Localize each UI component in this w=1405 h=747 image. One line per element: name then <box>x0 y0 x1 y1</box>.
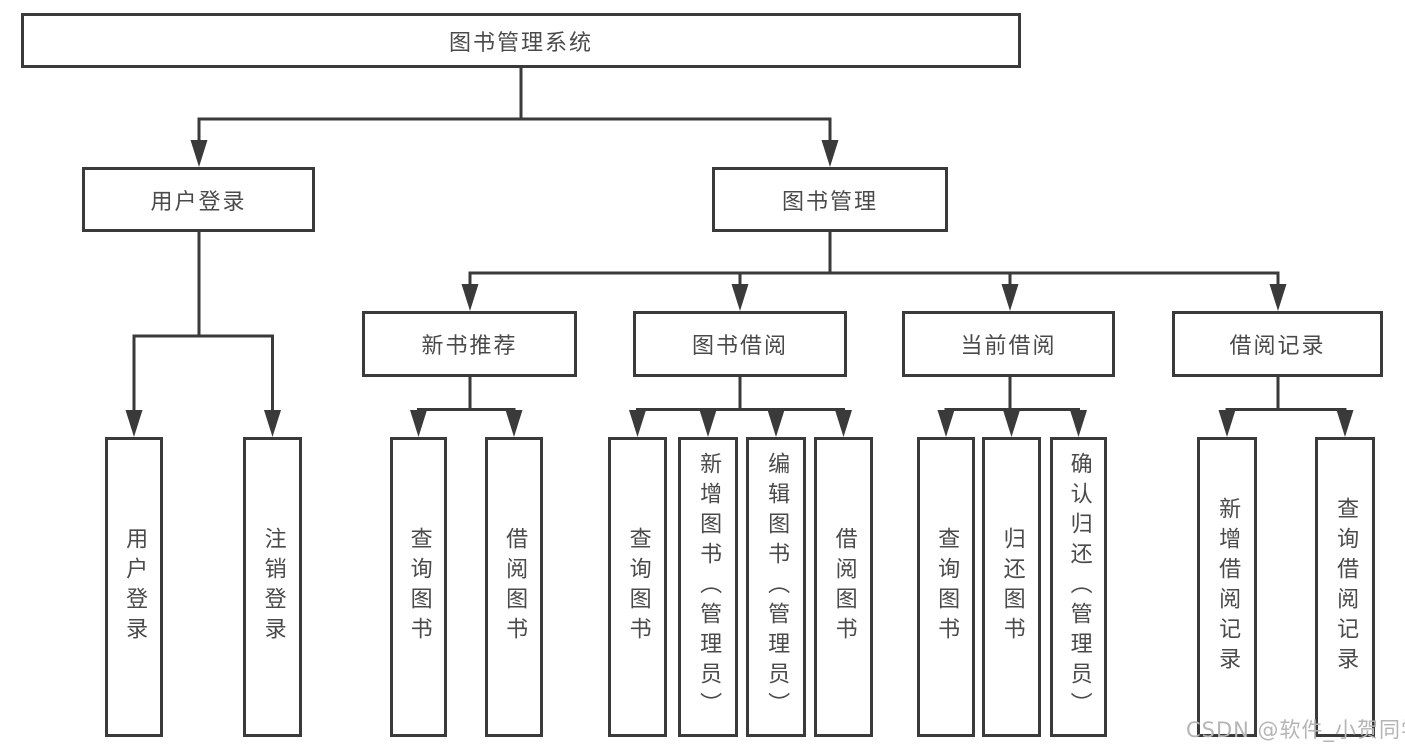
leaf-borrow-borrow-book-label: 借阅图书 <box>831 527 857 647</box>
leaf-borrow-search-book: 查询图书 <box>608 437 667 737</box>
node-new-book-recommend-label: 新书推荐 <box>421 334 518 359</box>
leaf-borrow-edit-book-admin: 编辑图书（管理员） <box>746 437 806 737</box>
node-book-borrow: 图书借阅 <box>633 311 847 377</box>
leaf-logout-label: 注销登录 <box>260 527 286 647</box>
leaf-current-return-book: 归还图书 <box>982 437 1041 737</box>
leaf-current-search-book: 查询图书 <box>917 437 975 737</box>
leaf-records-search-record-label: 查询借阅记录 <box>1333 497 1359 677</box>
node-root-system-label: 图书管理系统 <box>448 30 593 56</box>
leaf-logout: 注销登录 <box>243 437 302 737</box>
leaf-current-confirm-return-admin-label: 确认归还（管理员） <box>1066 452 1092 722</box>
leaf-recommend-search-book-label: 查询图书 <box>406 527 432 647</box>
node-current-borrow-label: 当前借阅 <box>960 334 1057 359</box>
leaf-recommend-borrow-book-label: 借阅图书 <box>502 527 528 647</box>
node-user-login-label: 用户登录 <box>150 189 247 215</box>
csdn-watermark: CSDN @软件_小贺同学 <box>1186 718 1405 742</box>
node-borrow-records: 借阅记录 <box>1172 311 1383 377</box>
node-new-book-recommend: 新书推荐 <box>362 311 577 377</box>
leaf-borrow-borrow-book: 借阅图书 <box>814 437 873 737</box>
leaf-borrow-search-book-label: 查询图书 <box>625 527 651 647</box>
leaf-borrow-add-book-admin: 新增图书（管理员） <box>678 437 738 737</box>
leaf-current-search-book-label: 查询图书 <box>934 527 960 647</box>
node-root-system: 图书管理系统 <box>21 13 1021 68</box>
node-borrow-records-label: 借阅记录 <box>1229 334 1326 359</box>
leaf-current-confirm-return-admin: 确认归还（管理员） <box>1050 437 1107 737</box>
arrowheads <box>125 140 1354 437</box>
node-current-borrow: 当前借阅 <box>902 311 1115 377</box>
leaf-records-add-record: 新增借阅记录 <box>1197 437 1257 737</box>
node-book-borrow-label: 图书借阅 <box>691 334 788 359</box>
leaf-recommend-search-book: 查询图书 <box>390 437 447 737</box>
leaf-user-login: 用户登录 <box>105 437 163 737</box>
leaf-borrow-add-book-admin-label: 新增图书（管理员） <box>696 452 722 722</box>
leaf-user-login-label: 用户登录 <box>122 527 148 647</box>
node-book-management-label: 图书管理 <box>781 189 878 215</box>
node-user-login: 用户登录 <box>82 167 315 232</box>
leaf-current-return-book-label: 归还图书 <box>999 527 1025 647</box>
leaf-records-add-record-label: 新增借阅记录 <box>1215 497 1241 677</box>
leaf-recommend-borrow-book: 借阅图书 <box>485 437 543 737</box>
leaf-records-search-record: 查询借阅记录 <box>1315 437 1375 737</box>
node-book-management: 图书管理 <box>712 167 948 232</box>
leaf-borrow-edit-book-admin-label: 编辑图书（管理员） <box>764 452 790 722</box>
